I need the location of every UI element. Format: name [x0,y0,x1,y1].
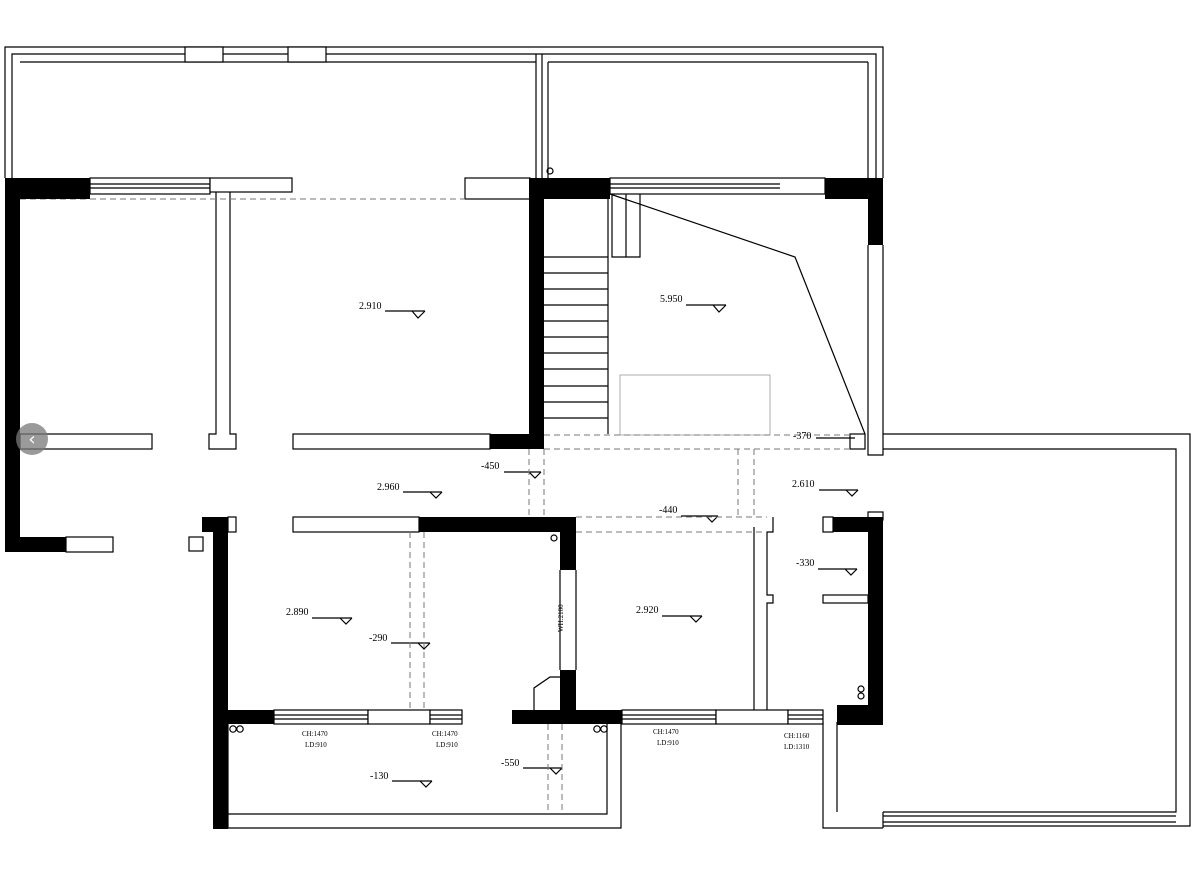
level-label: -330 [796,558,814,569]
window-note-ch: CH:1470 [653,728,679,736]
terrace-outline-top [4,46,884,178]
level-label: -130 [370,771,388,782]
level-label: -440 [659,505,677,516]
level-label: -450 [481,461,499,472]
level-label: 2.890 [286,607,309,618]
window-note-ld: LD:910 [657,739,679,747]
level-label: -550 [501,758,519,769]
level-label: -290 [369,633,387,644]
level-label: 5.950 [660,294,683,305]
window-note-ch: CH:1470 [432,730,458,738]
window-note-ld: LD:910 [305,741,327,749]
level-label: 2.910 [359,301,382,312]
window-note-ld: LD:1310 [784,743,810,751]
level-label: 2.920 [636,605,659,616]
window-note-ch: CH:1160 [784,732,810,740]
window-note-ld: LD:910 [436,741,458,749]
level-label: 2.960 [377,482,400,493]
level-label: 2.610 [792,479,815,490]
window-note-ch: CH:1470 [302,730,328,738]
level-label: -370 [793,431,811,442]
door-note: WH:2100 [557,604,565,632]
prev-arrow-icon[interactable]: ‹ [16,423,48,455]
